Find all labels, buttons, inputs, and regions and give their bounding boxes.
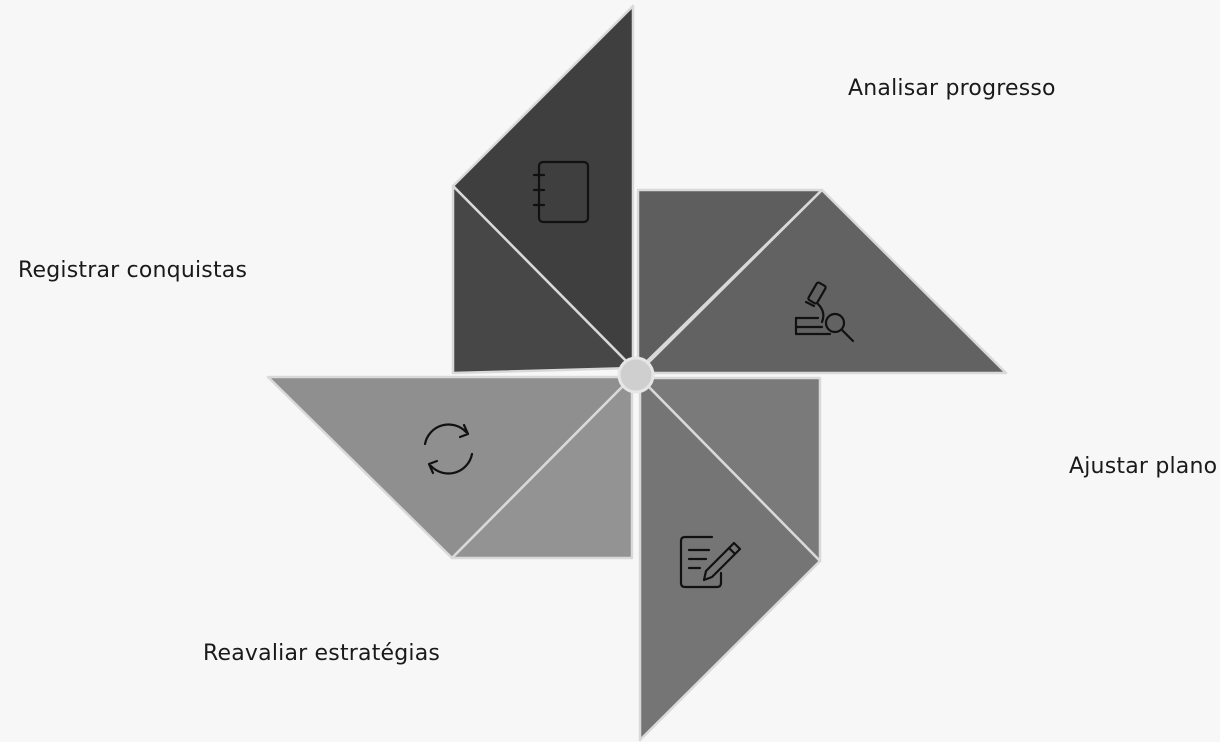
refresh-cycle-icon xyxy=(423,423,474,475)
blade-right xyxy=(636,188,1008,375)
label-reavaliar-estrategias: Reavaliar estratégias xyxy=(203,641,441,666)
microscope-search-icon xyxy=(794,281,855,343)
blade-top xyxy=(451,4,635,375)
blade-left-lower-triangle xyxy=(450,375,634,560)
blade-left xyxy=(266,375,634,560)
label-analisar-progresso: Analisar progresso xyxy=(848,76,1056,101)
notebook-icon xyxy=(532,160,590,224)
blade-right-lower-triangle xyxy=(636,188,1008,375)
pinwheel-hub xyxy=(617,356,655,394)
blade-top-lower-triangle xyxy=(451,184,635,375)
edit-document-icon xyxy=(679,535,742,589)
label-ajustar-plano: Ajustar plano xyxy=(1069,454,1218,479)
label-registrar-conquistas: Registrar conquistas xyxy=(18,258,248,283)
